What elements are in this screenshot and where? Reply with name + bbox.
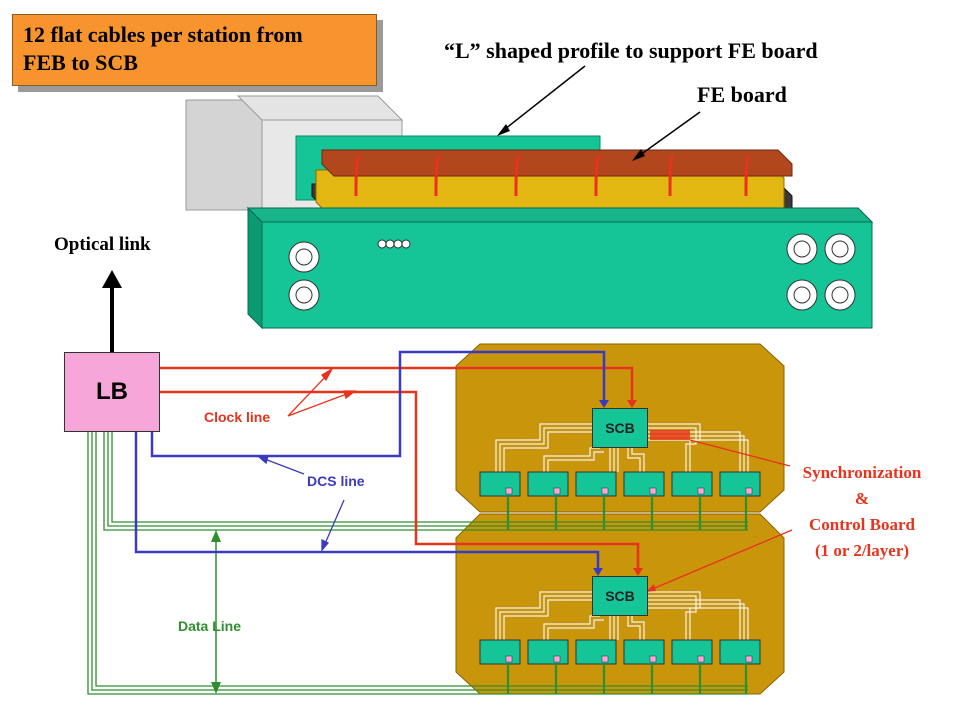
front-panel-left-side: [247, 206, 263, 330]
sync-pointers: [649, 439, 793, 591]
fe-board-label: FE board: [697, 82, 787, 107]
front-panel: [261, 221, 873, 329]
data-line-label: Data Line: [178, 618, 242, 634]
flat-cables-bottom: [495, 591, 749, 640]
panel-connectors: [288, 233, 856, 311]
fe-board-arrow: [635, 111, 701, 159]
l-profile-top: [236, 95, 404, 121]
yellow-board-layer: [315, 169, 785, 215]
scb-top-label: SCB: [605, 420, 635, 436]
clock-label-arrows: [287, 367, 357, 417]
title-line-1: 12 flat cables per station from: [23, 22, 303, 47]
feb-boards-top: [479, 471, 761, 497]
l-profile-side: [185, 99, 266, 211]
lb-box: LB: [64, 352, 160, 432]
scb-bottom: SCB: [592, 576, 648, 616]
lb-label: LB: [96, 378, 128, 405]
sync-line-3: Control Board: [809, 515, 915, 534]
cable-hooks: [354, 155, 750, 197]
l-profile-arrow: [499, 65, 586, 134]
fe-assembly: [185, 65, 874, 330]
sync-control-board-label: Synchronization & Control Board (1 or 2/…: [772, 460, 952, 564]
data-lines: [87, 432, 748, 695]
clock-lines: [160, 366, 640, 572]
feb-boards-bottom: [479, 639, 761, 665]
front-panel-top: [246, 207, 874, 223]
optical-link-label: Optical link: [54, 234, 151, 255]
l-profile-label: “L” shaped profile to support FE board: [444, 38, 818, 63]
dcs-label-arrows: [256, 455, 345, 552]
fe-board-top: [321, 149, 793, 177]
dcs-lines: [134, 350, 606, 572]
title-line-2: FEB to SCB: [23, 50, 138, 75]
scb-top: SCB: [592, 408, 648, 448]
sync-line-1: Synchronization: [802, 463, 922, 482]
scb-bottom-label: SCB: [605, 588, 635, 604]
sync-line-4: (1 or 2/layer): [814, 541, 910, 560]
dcs-line-label: DCS line: [307, 473, 365, 489]
sync-line-2: &: [854, 489, 870, 508]
clock-line-label: Clock line: [204, 409, 271, 425]
title-box: 12 flat cables per station from FEB to S…: [12, 14, 377, 86]
